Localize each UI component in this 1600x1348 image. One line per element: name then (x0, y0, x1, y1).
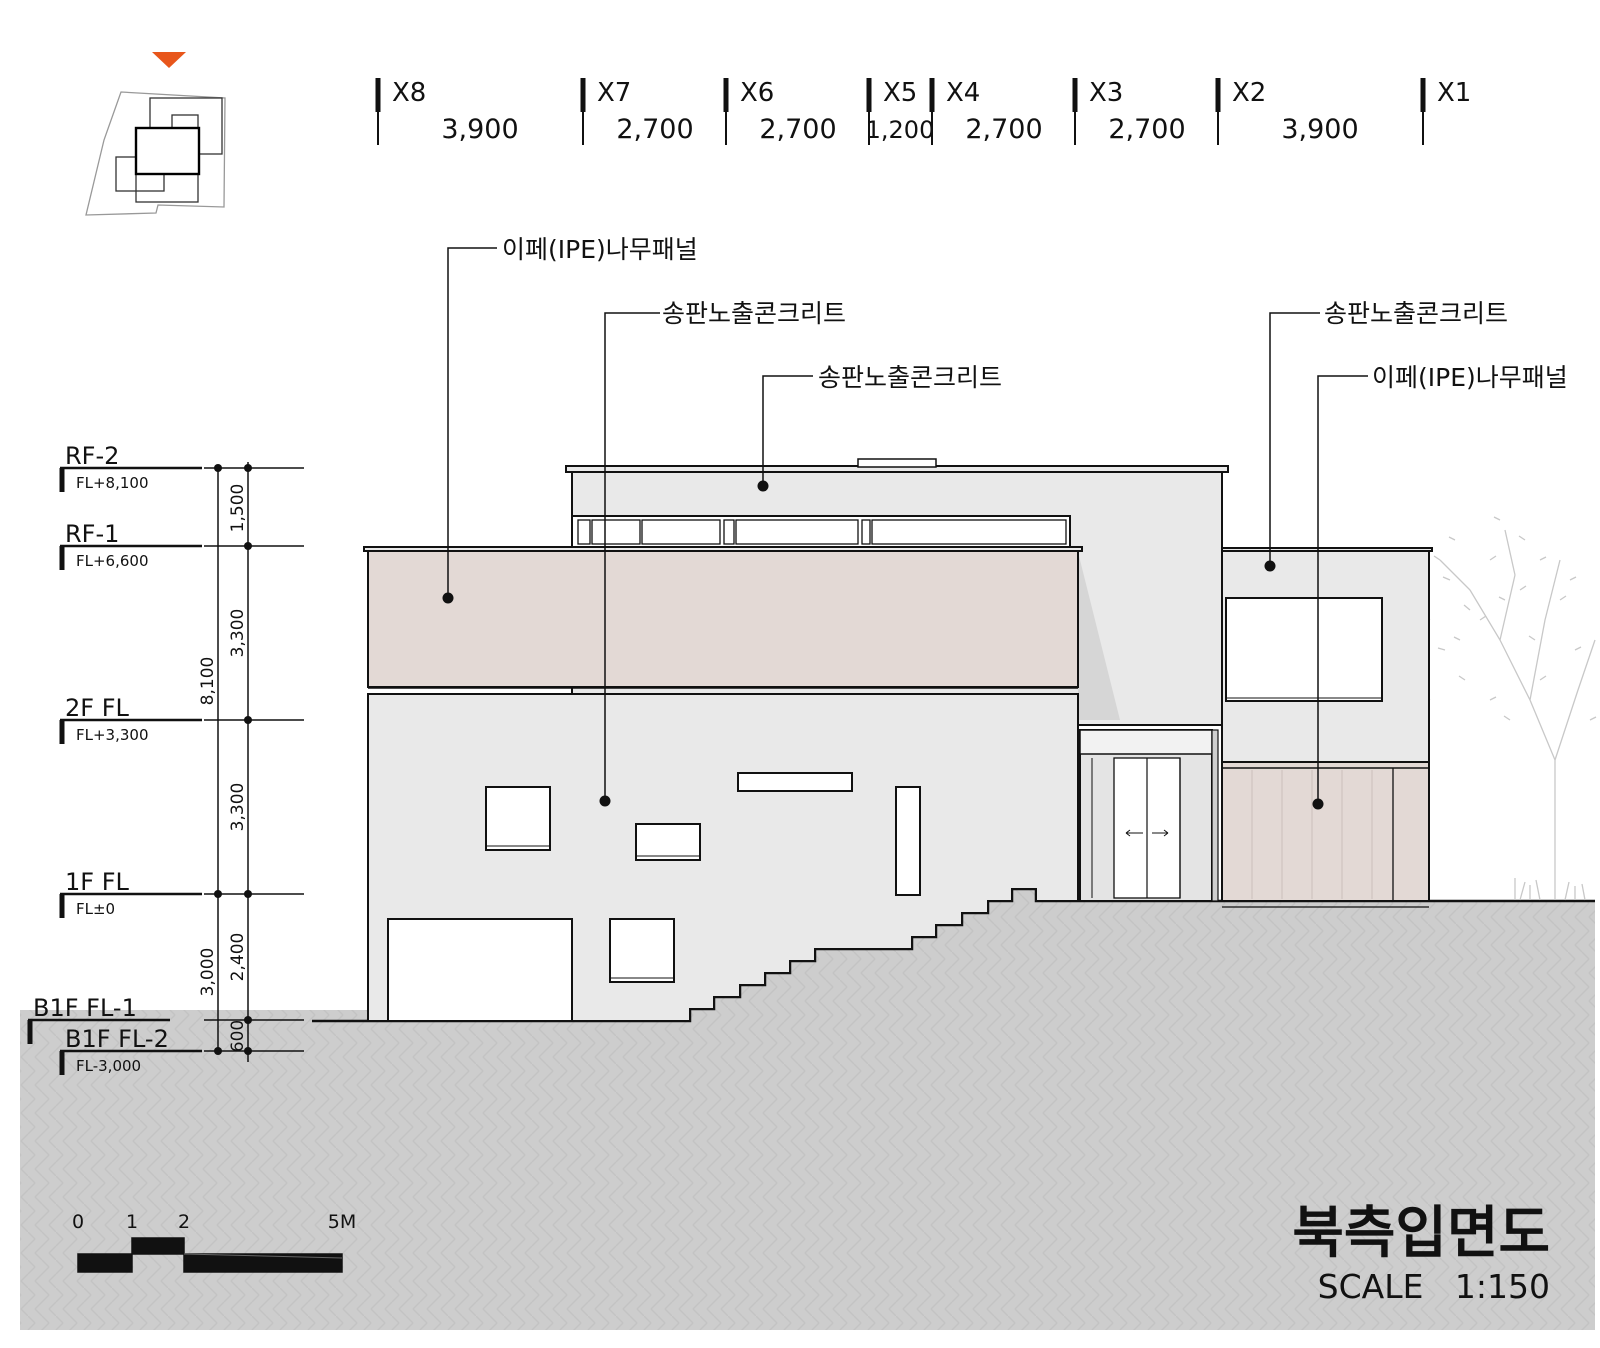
axis-label-x8: X8 (392, 78, 426, 108)
drawing-scale: SCALE 1:150 (1318, 1267, 1550, 1306)
level-name-b1f-2: B1F FL-2 (65, 1025, 169, 1053)
dim-total-above-grade: 8,100 (198, 657, 218, 706)
axis-label-x6: X6 (740, 78, 774, 108)
dim-1f-2f: 3,300 (228, 783, 248, 832)
callout-board-formed-concrete: 송판노출콘크리트 (1324, 299, 1508, 328)
axis-label-x1: X1 (1437, 78, 1471, 108)
grid-axis-markers (375, 78, 1426, 145)
window (895, 786, 921, 896)
north-marker-icon (152, 52, 186, 68)
dim-rf1-rf2: 1,500 (228, 484, 248, 533)
level-markers (27, 466, 202, 1075)
window (485, 786, 551, 851)
span-x3-x2: 2,700 (1108, 114, 1185, 145)
right-ipe-wood-panel (1221, 761, 1430, 902)
axis-label-x2: X2 (1232, 78, 1266, 108)
level-value-rf2: FL+8,100 (76, 474, 149, 492)
callout-board-formed-concrete: 송판노출콘크리트 (662, 299, 846, 328)
clerestory-strip (571, 515, 1071, 549)
building-elevation (363, 458, 1433, 1022)
dim-b1f2-b1f1: 600 (228, 1020, 248, 1052)
ipe-wood-band (367, 550, 1079, 688)
tree-sketch (1413, 516, 1597, 901)
garage-door (387, 918, 573, 1022)
window (609, 918, 675, 983)
level-name-1f: 1F FL (65, 868, 130, 896)
dim-b1f1-1f: 2,400 (228, 933, 248, 982)
scale-tick-2: 2 (178, 1211, 190, 1233)
level-value-2f: FL+3,300 (76, 726, 149, 744)
level-name-b1f-1: B1F FL-1 (33, 994, 137, 1022)
level-value-1f: FL±0 (76, 900, 115, 918)
span-x6-x5: 2,700 (759, 114, 836, 145)
drawing-title: 북측입면도 (1292, 1201, 1550, 1266)
window (1225, 597, 1383, 702)
axis-label-x5: X5 (883, 78, 917, 108)
axis-label-x3: X3 (1089, 78, 1123, 108)
level-name-rf1: RF-1 (65, 520, 119, 548)
window (635, 823, 701, 861)
level-value-b1f-2: FL-3,000 (76, 1057, 141, 1075)
window (737, 772, 853, 792)
callout-ipe-wood-panel: 이페(IPE)나무패널 (1372, 363, 1568, 392)
span-x8-x7: 3,900 (441, 114, 518, 145)
axis-label-x7: X7 (597, 78, 631, 108)
callout-ipe-wood-panel: 이페(IPE)나무패널 (502, 235, 698, 264)
scale-tick-0: 0 (72, 1211, 84, 1233)
span-x7-x6: 2,700 (616, 114, 693, 145)
roof-skylight (857, 458, 937, 468)
span-x4-x3: 2,700 (965, 114, 1042, 145)
scale-tick-5m: 5M (328, 1211, 356, 1233)
dim-2f-rf1: 3,300 (228, 609, 248, 658)
level-name-rf2: RF-2 (65, 442, 119, 470)
level-value-rf1: FL+6,600 (76, 552, 149, 570)
callout-board-formed-concrete: 송판노출콘크리트 (818, 363, 1002, 392)
level-name-2f: 2F FL (65, 694, 130, 722)
material-callouts (442, 247, 1368, 810)
dim-basement: 3,000 (198, 948, 218, 997)
key-plan (85, 52, 226, 216)
span-x2-x1: 3,900 (1281, 114, 1358, 145)
scale-tick-1: 1 (126, 1211, 138, 1233)
vertical-dimension-chains (204, 462, 304, 1062)
axis-label-x4: X4 (946, 78, 980, 108)
span-x5-x4: 1,200 (866, 116, 935, 144)
scale-bar (77, 1237, 343, 1273)
